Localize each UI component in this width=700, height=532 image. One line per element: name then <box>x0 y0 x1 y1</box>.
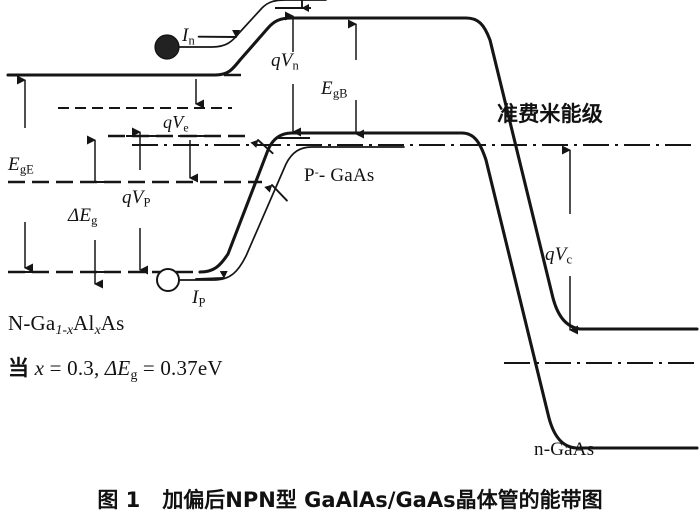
hole-current-arrow <box>194 270 228 280</box>
axis-ticks <box>12 74 40 273</box>
dimension-qVe <box>178 135 204 183</box>
electron-current-arrow <box>197 29 241 38</box>
delta-eg-label: ΔEg <box>68 205 98 228</box>
ege-label: EgE <box>8 154 34 177</box>
electron-carrier <box>154 34 180 60</box>
collector-material-label: n-GaAs <box>534 439 595 460</box>
qve-label: qVe <box>163 112 189 135</box>
dimension-qVn <box>275 7 311 139</box>
hole-current-label: IP <box>192 287 206 310</box>
qvn-label: qVn <box>271 50 299 73</box>
quasi-fermi-level-label: 准费米能级 <box>497 102 603 126</box>
caption-number: 图 1 <box>97 488 141 512</box>
emitter-material-label: N-Ga1-xAlxAs <box>8 311 125 337</box>
condition-formula-label: 当 x = 0.3, ΔEg = 0.37eV <box>8 356 223 382</box>
band-diagram-canvas <box>6 0 699 450</box>
figure-caption: 图 1 加偏后NPN型 GaAlAs/GaAs晶体管的能带图 <box>0 484 700 514</box>
emitter-spike-curve <box>167 0 327 48</box>
dimension-delta-Eg <box>80 135 112 289</box>
emitter-levels <box>8 73 262 274</box>
electron-current-label: In <box>182 25 195 48</box>
inner-ramp-arrow <box>264 184 288 202</box>
conduction-band-curve <box>6 16 699 331</box>
base-material-label: P-- GaAs <box>304 165 375 186</box>
hole-carrier <box>156 268 180 292</box>
qvc-label: qVc <box>545 244 573 267</box>
base-conduction-band-curve <box>198 131 699 450</box>
base-ramp-arrow <box>250 139 274 155</box>
qvp-label: qVP <box>122 187 151 210</box>
caption-text: 加偏后NPN型 GaAlAs/GaAs晶体管的能带图 <box>162 488 603 512</box>
egb-label: EgB <box>321 78 348 101</box>
dimension-qVp <box>126 127 156 275</box>
